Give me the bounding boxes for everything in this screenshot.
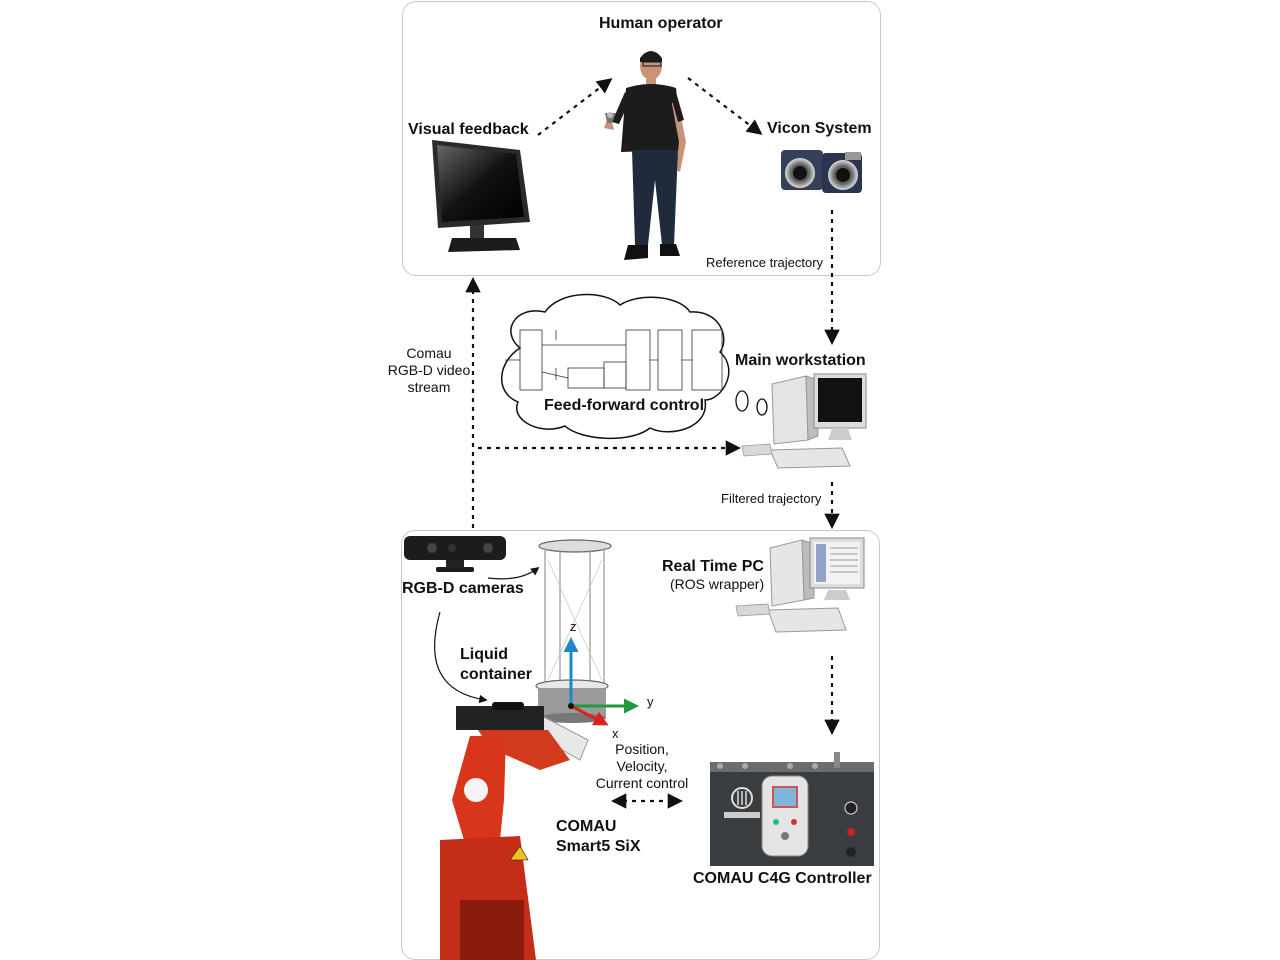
label-control-line1: Position, [615, 741, 669, 757]
label-visual-feedback: Visual feedback [408, 121, 529, 138]
workstation-icon [741, 373, 867, 469]
label-ros-wrapper: (ROS wrapper) [670, 576, 765, 592]
label-filtered-trajectory: Filtered trajectory [721, 491, 822, 506]
human-operator-figure [604, 51, 686, 260]
label-axis-x: x [612, 726, 619, 741]
feed-forward-cloud [501, 293, 768, 439]
label-video-stream-line2: RGB-D video [387, 362, 471, 378]
label-realtime-pc: Real Time PC [662, 558, 764, 575]
monitor-icon [432, 140, 530, 252]
label-liquid-line2: container [460, 666, 533, 683]
label-control-line2: Velocity, [616, 758, 668, 774]
arrow-visual-to-human [537, 78, 613, 136]
label-human-operator: Human operator [599, 15, 723, 32]
label-robot-line2: Smart5 SiX [556, 838, 641, 855]
label-axis-y: y [647, 694, 654, 709]
label-control-modes: Position, Velocity, Current control [592, 741, 692, 792]
label-control-line3: Current control [595, 775, 689, 791]
label-video-stream: Comau RGB-D video stream [380, 345, 478, 396]
label-robot-model: COMAU Smart5 SiX [556, 817, 640, 857]
label-feed-forward: Feed-forward control [544, 397, 705, 414]
arrow-human-to-vicon [687, 77, 763, 135]
coordinate-frame [563, 637, 639, 726]
label-liquid-line1: Liquid [460, 646, 508, 663]
label-video-stream-line3: stream [407, 379, 451, 395]
label-axis-z: z [570, 619, 577, 634]
label-vicon-system: Vicon System [767, 120, 872, 137]
label-c4g-controller: COMAU C4G Controller [693, 870, 872, 887]
label-liquid-container: Liquid container [460, 645, 532, 685]
vicon-camera-icon [781, 150, 862, 193]
label-rgbd-cameras: RGB-D cameras [402, 580, 524, 597]
label-video-stream-line1: Comau [406, 345, 452, 361]
label-robot-line1: COMAU [556, 818, 617, 835]
c4g-controller-icon [710, 752, 874, 866]
realtime-pc-icon [735, 537, 865, 633]
rgbd-camera-icon [404, 536, 506, 572]
label-main-workstation: Main workstation [735, 352, 866, 369]
robot-arm-icon [440, 702, 589, 960]
label-reference-trajectory: Reference trajectory [706, 255, 824, 270]
